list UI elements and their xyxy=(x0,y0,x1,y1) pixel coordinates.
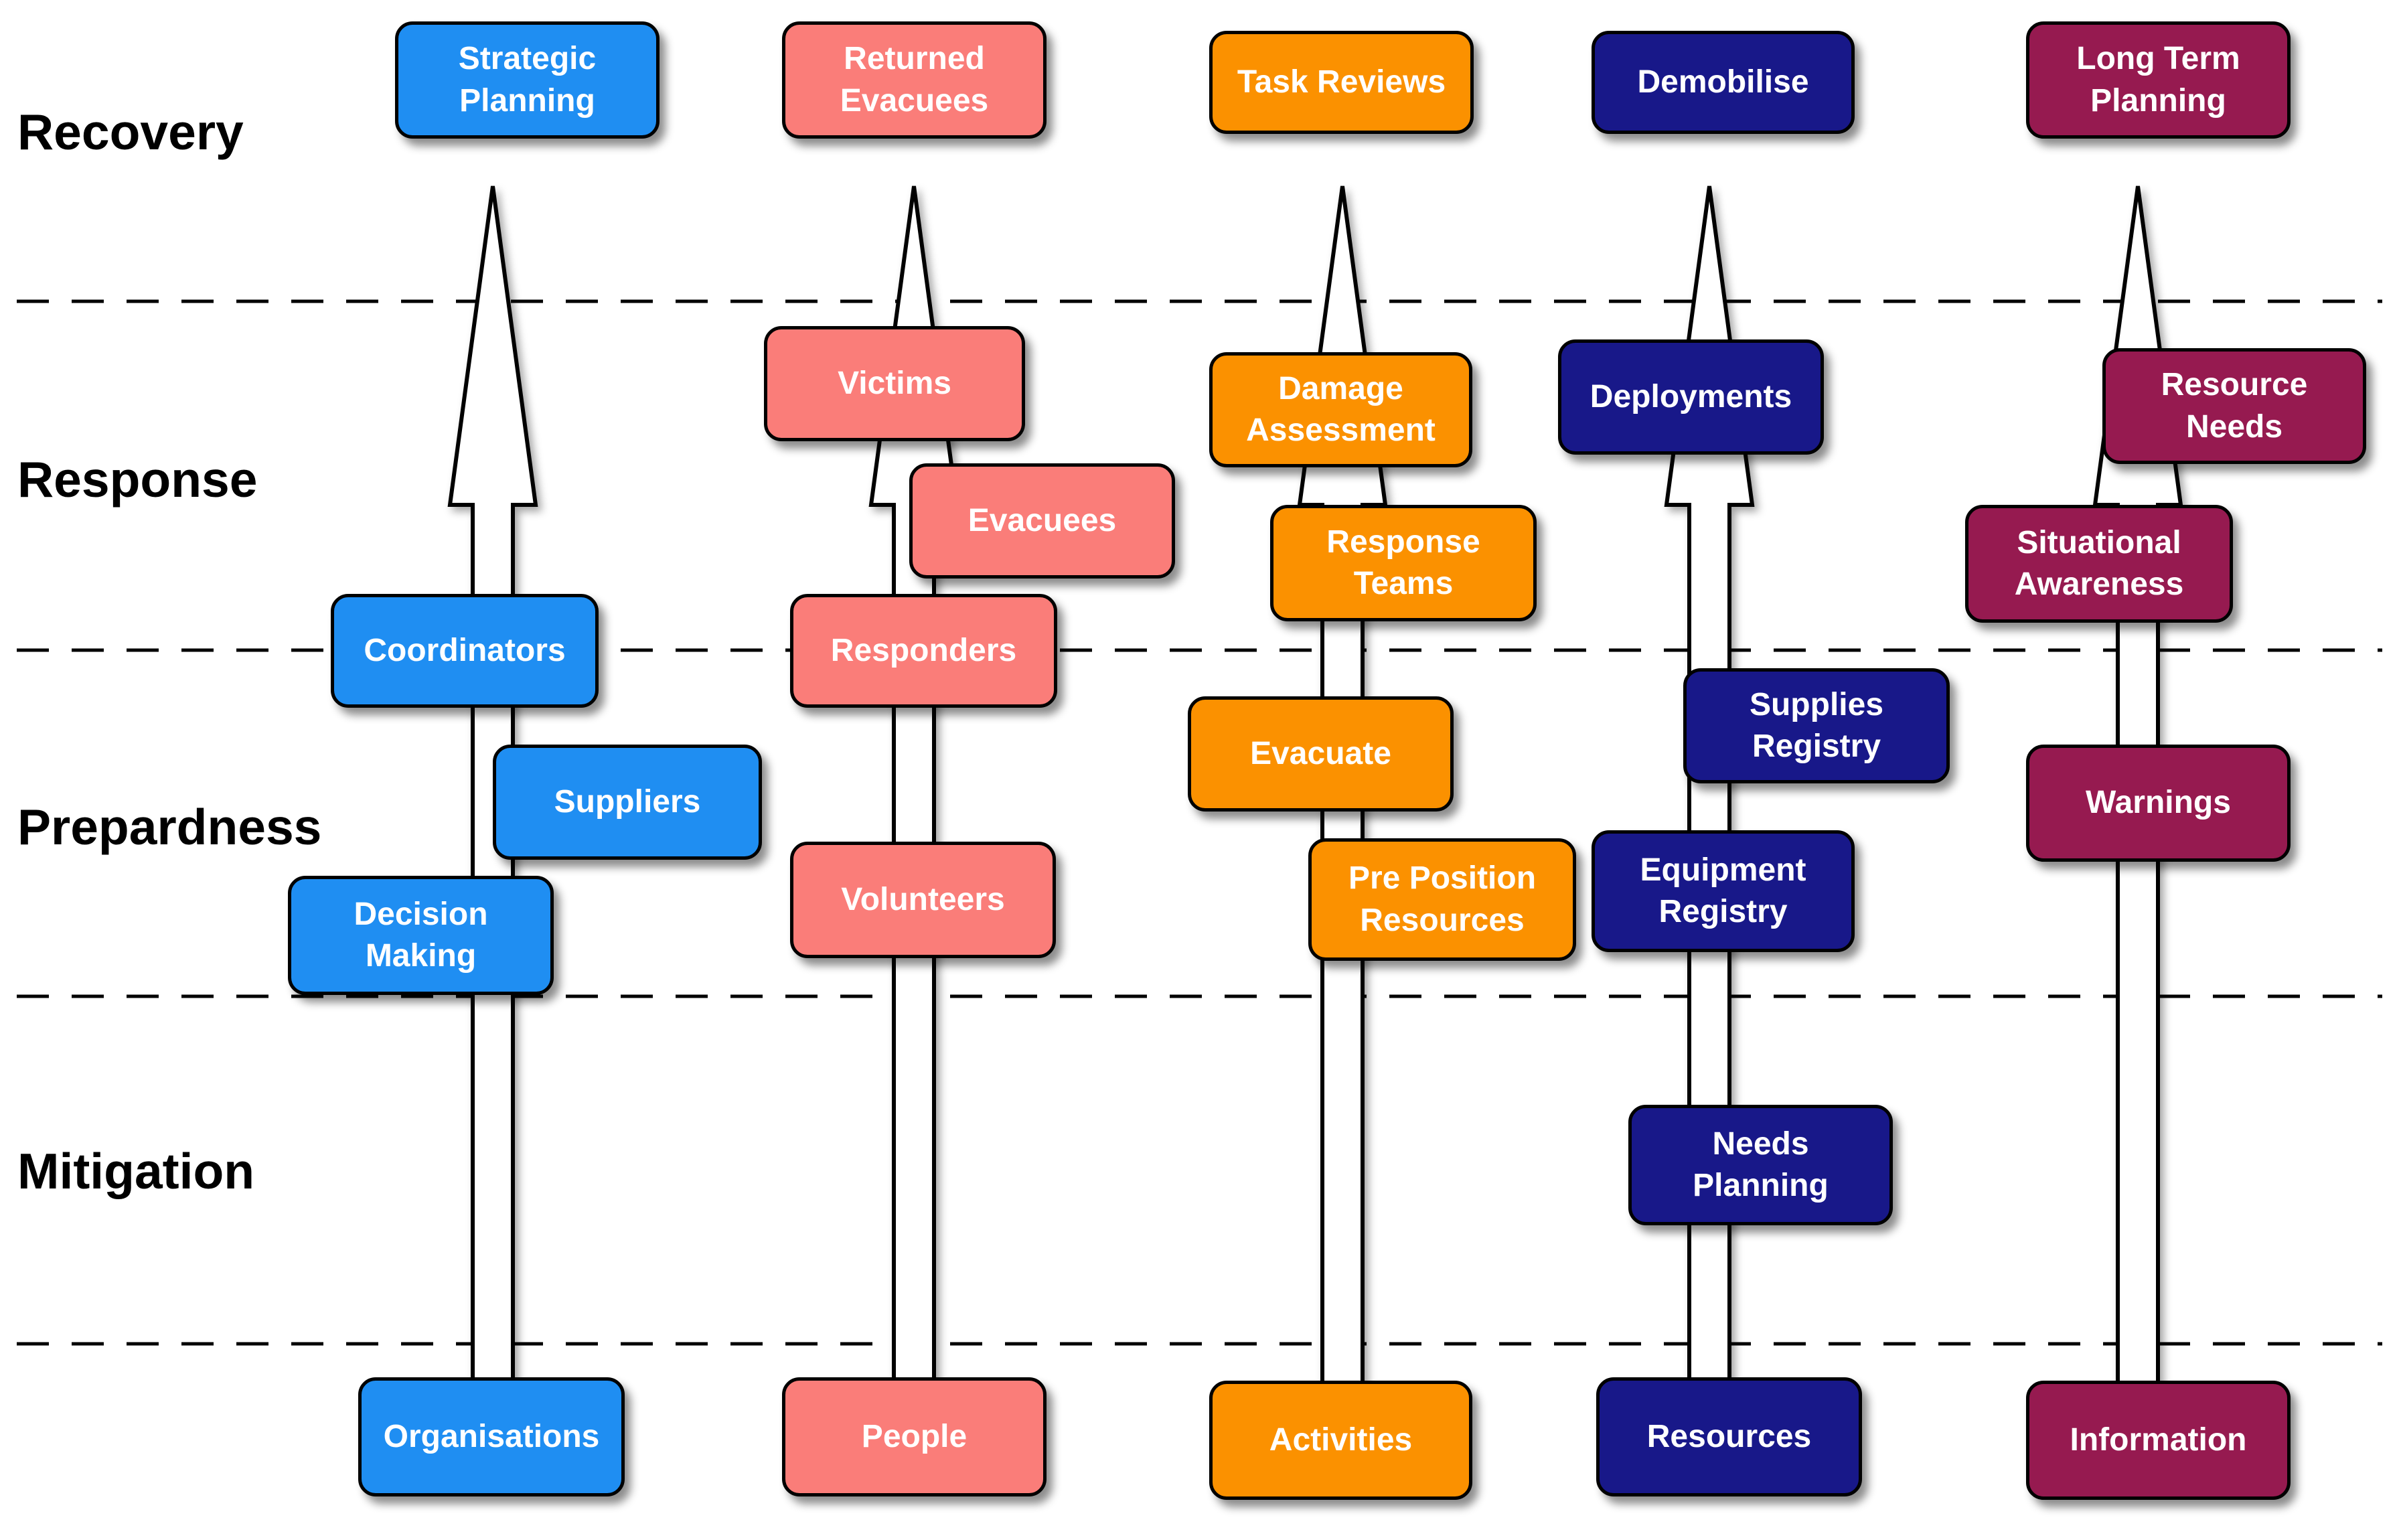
box-coordinators: Coordinators xyxy=(331,594,599,708)
box-volunteers: Volunteers xyxy=(790,842,1056,958)
box-activities: Activities xyxy=(1209,1381,1472,1500)
box-needs-planning: Needs Planning xyxy=(1628,1105,1893,1225)
box-strategic-planning: Strategic Planning xyxy=(395,21,660,139)
box-information: Information xyxy=(2026,1381,2291,1500)
box-resources: Resources xyxy=(1596,1377,1862,1496)
box-evacuate: Evacuate xyxy=(1188,696,1454,812)
box-task-reviews: Task Reviews xyxy=(1209,31,1474,134)
box-responders: Responders xyxy=(790,594,1057,708)
phase-label-mitigation: Mitigation xyxy=(17,1143,255,1199)
box-organisations: Organisations xyxy=(358,1377,625,1496)
box-response-teams: Response Teams xyxy=(1270,505,1537,621)
phase-label-preparedness: Prepardness xyxy=(17,799,322,855)
box-decision-making: Decision Making xyxy=(288,876,554,995)
box-supplies-registry: Supplies Registry xyxy=(1683,668,1950,783)
box-pre-position-resources: Pre Position Resources xyxy=(1308,838,1576,961)
box-situational-awareness: Situational Awareness xyxy=(1965,505,2233,623)
box-victims: Victims xyxy=(764,326,1025,441)
box-demobilise: Demobilise xyxy=(1592,31,1855,134)
phase-label-recovery: Recovery xyxy=(17,104,244,160)
phase-label-response: Response xyxy=(17,451,258,508)
box-people: People xyxy=(782,1377,1047,1496)
box-suppliers: Suppliers xyxy=(493,745,762,860)
box-deployments: Deployments xyxy=(1558,339,1824,455)
box-evacuees: Evacuees xyxy=(909,463,1175,579)
box-returned-evacuees: Returned Evacuees xyxy=(782,21,1047,139)
box-damage-assessment: Damage Assessment xyxy=(1209,352,1472,467)
box-resource-needs: Resource Needs xyxy=(2102,348,2366,464)
box-long-term-planning: Long Term Planning xyxy=(2026,21,2291,139)
box-equipment-registry: Equipment Registry xyxy=(1592,830,1855,952)
box-warnings: Warnings xyxy=(2026,745,2291,862)
